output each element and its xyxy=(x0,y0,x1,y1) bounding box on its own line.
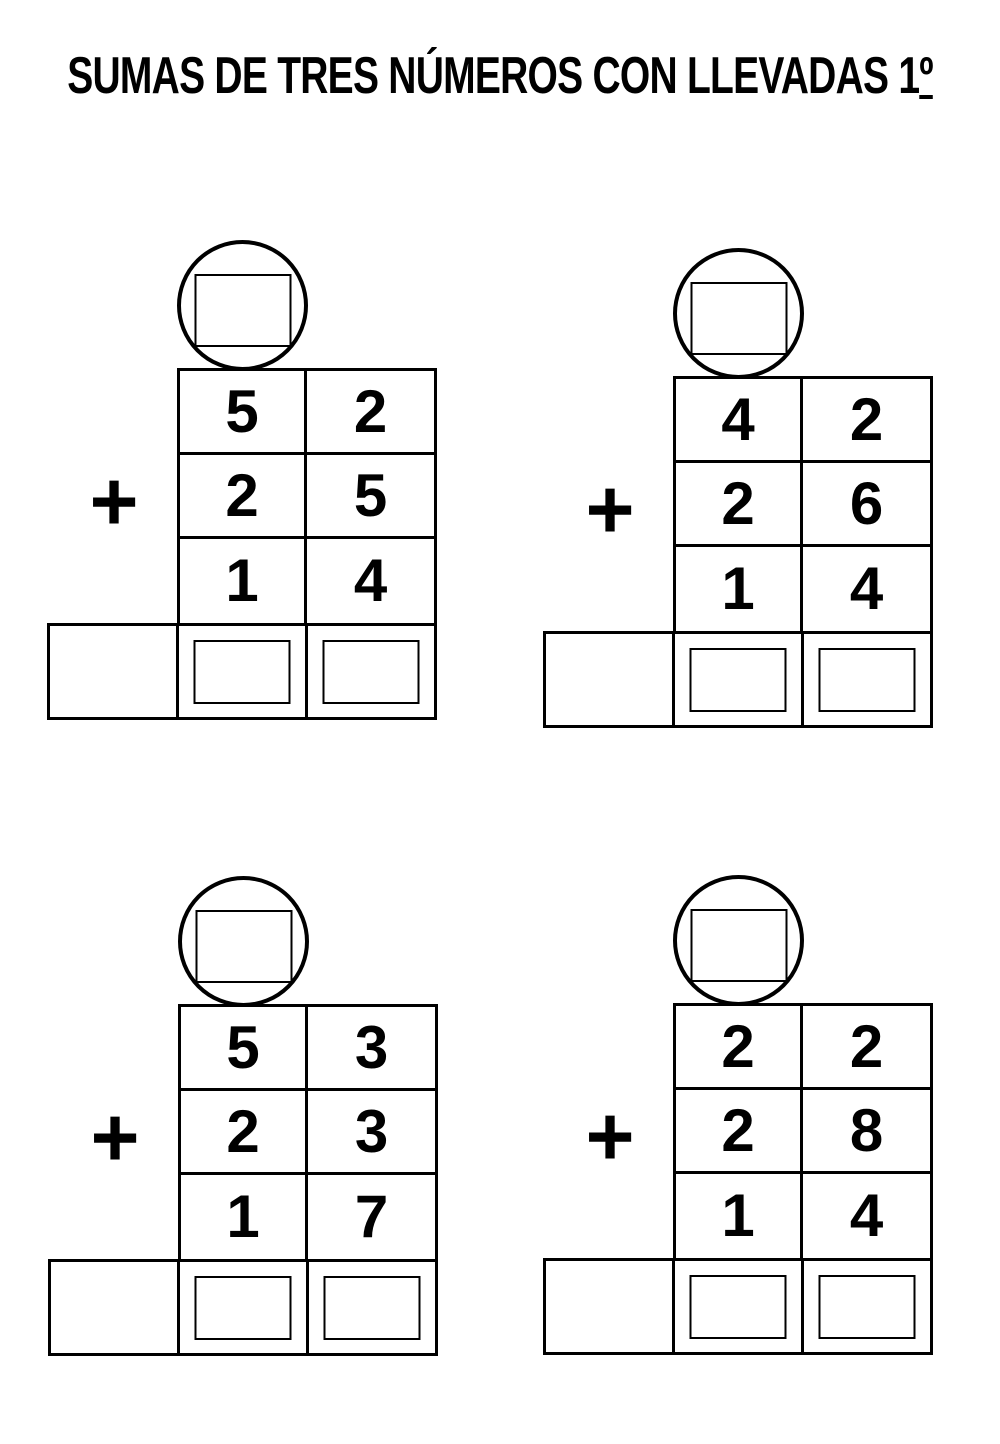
result-row xyxy=(48,1259,438,1356)
plus-sign: + xyxy=(570,1089,650,1183)
answer-input-box-ones[interactable] xyxy=(818,1274,916,1339)
digit-cell: 3 xyxy=(308,1091,435,1175)
plus-glyph: + xyxy=(585,1089,635,1183)
result-cell-tens xyxy=(180,1262,309,1353)
digit-grid: 2 2 2 8 1 4 xyxy=(673,1003,933,1258)
carry-input-box[interactable] xyxy=(690,282,787,355)
carry-input-box[interactable] xyxy=(690,909,787,982)
plus-sign: + xyxy=(570,462,650,556)
answer-input-box-ones[interactable] xyxy=(323,1275,421,1340)
digit-cell: 2 xyxy=(803,1006,930,1090)
answer-input-box-ones[interactable] xyxy=(322,639,420,704)
digit-cell: 4 xyxy=(849,555,884,622)
result-cell-ones xyxy=(308,626,434,717)
digit-cell: 7 xyxy=(354,1183,389,1250)
digit-cell: 5 xyxy=(181,1007,308,1091)
answer-input-box-ones[interactable] xyxy=(818,647,916,712)
digit-cell: 2 xyxy=(803,379,930,463)
plus-sign: + xyxy=(74,454,154,548)
result-row xyxy=(543,631,933,728)
plus-glyph: + xyxy=(89,454,139,548)
carry-circle xyxy=(177,240,308,371)
result-extension-cell xyxy=(546,634,675,725)
page-title: SUMAS DE TRES NÚMEROS CON LLEVADAS 1º xyxy=(0,50,1000,102)
digit-grid: 5 2 2 5 1 4 xyxy=(177,368,437,623)
digit-cell: 2 xyxy=(676,1090,803,1174)
result-row xyxy=(47,623,437,720)
result-extension-cell xyxy=(50,626,179,717)
digit-cell: 1 xyxy=(676,1174,803,1258)
problem-top-right: + 4 2 2 6 1 4 xyxy=(543,248,933,728)
result-cell-ones xyxy=(309,1262,435,1353)
carry-circle xyxy=(673,875,804,1006)
problem-top-left: + 5 2 2 5 1 4 xyxy=(47,240,437,720)
digit-cell: 2 xyxy=(676,463,803,547)
digit-cell: 1 xyxy=(180,539,307,623)
plus-glyph: + xyxy=(90,1090,140,1184)
result-extension-cell xyxy=(51,1262,180,1353)
problem-bottom-left: + 5 3 2 3 1 7 xyxy=(48,876,438,1356)
result-row xyxy=(543,1258,933,1355)
digit-cell: 1 xyxy=(676,547,803,631)
answer-input-box-tens[interactable] xyxy=(194,1275,292,1340)
digit-cell: 3 xyxy=(308,1007,435,1091)
digit-cell: 2 xyxy=(180,455,307,539)
plus-glyph: + xyxy=(585,462,635,556)
digit-grid: 4 2 2 6 1 4 xyxy=(673,376,933,631)
result-cell-ones xyxy=(804,1261,930,1352)
digit-cell: 2 xyxy=(307,371,434,455)
answer-input-box-tens[interactable] xyxy=(689,647,787,712)
digit-cell: 1 xyxy=(181,1175,308,1259)
problem-bottom-right: + 2 2 2 8 1 4 xyxy=(543,875,933,1355)
digit-cell: 4 xyxy=(353,547,388,614)
digit-cell: 4 xyxy=(849,1182,884,1249)
title-ordinal: º xyxy=(919,47,933,105)
digit-cell: 5 xyxy=(180,371,307,455)
carry-circle xyxy=(673,248,804,379)
result-extension-cell xyxy=(546,1261,675,1352)
digit-grid: 5 3 2 3 1 7 xyxy=(178,1004,438,1259)
answer-input-box-tens[interactable] xyxy=(689,1274,787,1339)
carry-input-box[interactable] xyxy=(195,910,292,983)
digit-cell: 5 xyxy=(307,455,434,539)
digit-cell: 2 xyxy=(676,1006,803,1090)
digit-cell: 2 xyxy=(181,1091,308,1175)
digit-cell: 4 xyxy=(676,379,803,463)
answer-input-box-tens[interactable] xyxy=(193,639,291,704)
result-cell-ones xyxy=(804,634,930,725)
result-cell-tens xyxy=(179,626,308,717)
digit-cell: 8 xyxy=(803,1090,930,1174)
carry-input-box[interactable] xyxy=(194,274,291,347)
plus-sign: + xyxy=(75,1090,155,1184)
carry-circle xyxy=(178,876,309,1007)
digit-cell: 6 xyxy=(803,463,930,547)
title-text: SUMAS DE TRES NÚMEROS CON LLEVADAS 1 xyxy=(67,47,920,105)
result-cell-tens xyxy=(675,1261,804,1352)
result-cell-tens xyxy=(675,634,804,725)
